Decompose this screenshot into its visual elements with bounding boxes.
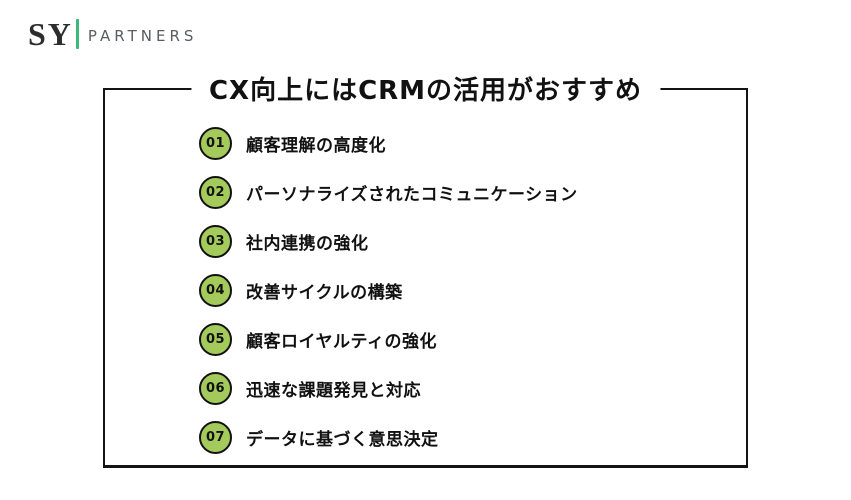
logo-divider-bar	[75, 19, 79, 49]
benefit-label: 改善サイクルの構築	[246, 283, 403, 303]
benefit-list: 01 顧客理解の高度化 02 パーソナライズされたコミュニケーション 03 社内…	[105, 90, 746, 454]
benefit-label: 顧客ロイヤルティの強化	[246, 332, 437, 352]
number-badge: 06	[199, 372, 232, 405]
benefit-label: データに基づく意思決定	[246, 430, 439, 450]
logo: SY PARTNERS	[28, 18, 197, 50]
benefit-label: 迅速な課題発見と対応	[246, 381, 421, 401]
panel-title: CX向上にはCRMの活用がおすすめ	[190, 70, 661, 108]
number-badge: 05	[199, 323, 232, 356]
logo-suffix: PARTNERS	[87, 26, 198, 45]
benefit-label: 顧客理解の高度化	[246, 136, 386, 156]
benefit-label: パーソナライズされたコミュニケーション	[246, 185, 578, 205]
number-badge: 04	[199, 274, 232, 307]
list-item: 06 迅速な課題発見と対応	[199, 372, 726, 405]
crm-benefits-panel: CX向上にはCRMの活用がおすすめ 01 顧客理解の高度化 02 パーソナライズ…	[103, 70, 748, 468]
number-badge: 01	[199, 127, 232, 160]
list-item: 05 顧客ロイヤルティの強化	[199, 323, 726, 356]
number-badge: 03	[199, 225, 232, 258]
logo-wordmark: SY	[28, 16, 73, 52]
list-item: 02 パーソナライズされたコミュニケーション	[199, 176, 726, 209]
list-item: 07 データに基づく意思決定	[199, 421, 726, 454]
number-badge: 02	[199, 176, 232, 209]
list-item: 01 顧客理解の高度化	[199, 127, 726, 160]
number-badge: 07	[199, 421, 232, 454]
benefit-label: 社内連携の強化	[246, 234, 369, 254]
list-item: 03 社内連携の強化	[199, 225, 726, 258]
list-item: 04 改善サイクルの構築	[199, 274, 726, 307]
